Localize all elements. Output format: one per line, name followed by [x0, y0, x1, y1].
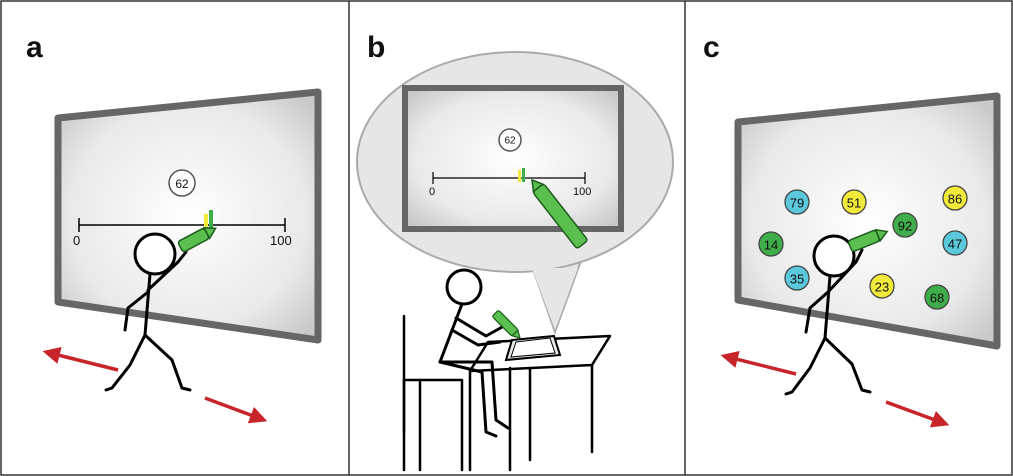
number-bubble-79: 79	[784, 189, 810, 215]
number-bubble-92: 92	[892, 212, 918, 238]
panel-b-scale-max: 100	[573, 186, 591, 198]
panel-b-stylus	[492, 310, 521, 339]
panel-c-stick-figure	[784, 234, 872, 396]
panel-b-screen	[402, 85, 624, 232]
number-bubble-circle	[841, 189, 867, 215]
number-bubble-47: 47	[942, 230, 968, 256]
panel-b-target-circle	[498, 128, 522, 152]
number-bubble-14: 14	[758, 231, 784, 257]
panel-c-number-bubbles: 79 51 86 92 14 47 35 23 68	[758, 185, 968, 310]
panel-a-pen-icon	[177, 226, 217, 253]
number-bubble-label: 51	[847, 196, 861, 211]
number-bubble-68: 68	[924, 284, 950, 310]
panel-a-pen-marks	[204, 210, 213, 230]
panel-a-arrow-right	[204, 396, 268, 424]
panel-c: c 79 51 86 92 14 47 35 23 68	[703, 31, 1001, 428]
number-bubble-circle	[942, 185, 968, 211]
panel-c-arrow-left	[720, 350, 797, 376]
panel-c-arrow-right	[885, 400, 950, 428]
number-bubble-51: 51	[841, 189, 867, 215]
panel-a-target-circle	[168, 169, 196, 197]
panel-b-scale-min: 0	[429, 186, 435, 198]
panel-b-stick-figure	[438, 268, 510, 438]
panel-a-letter: a	[26, 31, 43, 64]
number-bubble-23: 23	[869, 273, 895, 299]
panel-b-letter: b	[367, 31, 385, 64]
number-bubble-circle	[892, 212, 918, 238]
panel-a-stick-figure	[104, 232, 192, 392]
number-bubble-circle	[869, 273, 895, 299]
number-bubble-circle	[784, 265, 810, 291]
panel-a-number-line	[78, 218, 286, 232]
number-bubble-circle	[784, 189, 810, 215]
number-bubble-35: 35	[784, 265, 810, 291]
panel-b-number-line	[432, 172, 586, 184]
panel-a-target-number: 62	[175, 177, 189, 191]
panel-b-pen-marks	[518, 168, 525, 182]
number-bubble-label: 14	[764, 238, 778, 253]
number-bubble-circle	[924, 284, 950, 310]
panel-b-chair	[402, 314, 464, 472]
panel-c-screen	[734, 92, 1001, 350]
panel-b: b 62 0 100	[356, 31, 674, 472]
panel-a: a 62 0 100	[26, 31, 322, 424]
panel-b-pen-icon	[531, 178, 588, 249]
panel-a-scale-max: 100	[270, 233, 292, 248]
number-bubble-86: 86	[942, 185, 968, 211]
number-bubble-label: 86	[948, 192, 962, 207]
panel-c-pen-icon	[847, 228, 889, 252]
panel-a-scale-min: 0	[73, 233, 80, 248]
panel-a-arrow-left	[42, 346, 119, 372]
number-bubble-label: 47	[948, 237, 962, 252]
panel-c-letter: c	[703, 31, 720, 64]
number-bubble-label: 92	[898, 219, 912, 234]
number-bubble-label: 23	[875, 280, 889, 295]
panel-b-tablet	[504, 334, 562, 362]
panel-a-screen	[54, 88, 322, 344]
panel-b-target-number: 62	[504, 136, 516, 147]
number-bubble-label: 35	[790, 272, 804, 287]
number-bubble-circle	[942, 230, 968, 256]
number-bubble-circle	[758, 231, 784, 257]
number-bubble-label: 79	[790, 196, 804, 211]
number-bubble-label: 68	[930, 291, 944, 306]
